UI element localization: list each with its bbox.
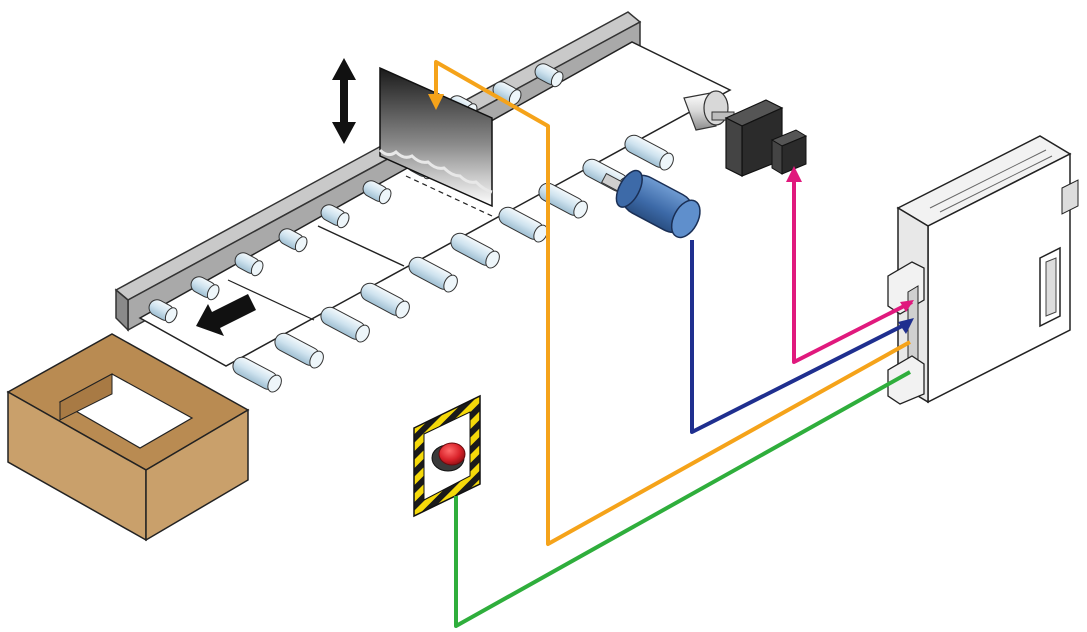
motor-wire-arrowhead xyxy=(786,166,802,182)
plc-controller-icon xyxy=(887,135,1079,405)
motor-wire xyxy=(792,178,913,364)
double-arrow-icon xyxy=(332,58,356,144)
feed-roller-icon xyxy=(683,90,735,131)
estop-wire xyxy=(454,370,911,628)
cut-line-1 xyxy=(227,279,315,321)
motor-wire-arrowhead-plc xyxy=(900,300,914,312)
vertical-cutter-blade-icon xyxy=(378,66,493,208)
cardboard-box-icon xyxy=(6,333,250,542)
encoder-wire-arrowhead xyxy=(898,318,914,334)
cut-line-2 xyxy=(317,225,405,267)
output-arrow-icon xyxy=(196,294,256,336)
stepping-motor-icon xyxy=(724,99,808,177)
wiring xyxy=(428,60,914,628)
cutter-wire-arrowhead xyxy=(428,94,444,110)
emergency-stop-button-icon xyxy=(413,394,481,518)
rotary-encoder-icon xyxy=(600,169,701,239)
encoder-wire xyxy=(690,240,911,434)
front-rollers xyxy=(232,134,674,393)
cut-line-dashed xyxy=(405,175,493,217)
cutter-wire xyxy=(434,60,911,546)
